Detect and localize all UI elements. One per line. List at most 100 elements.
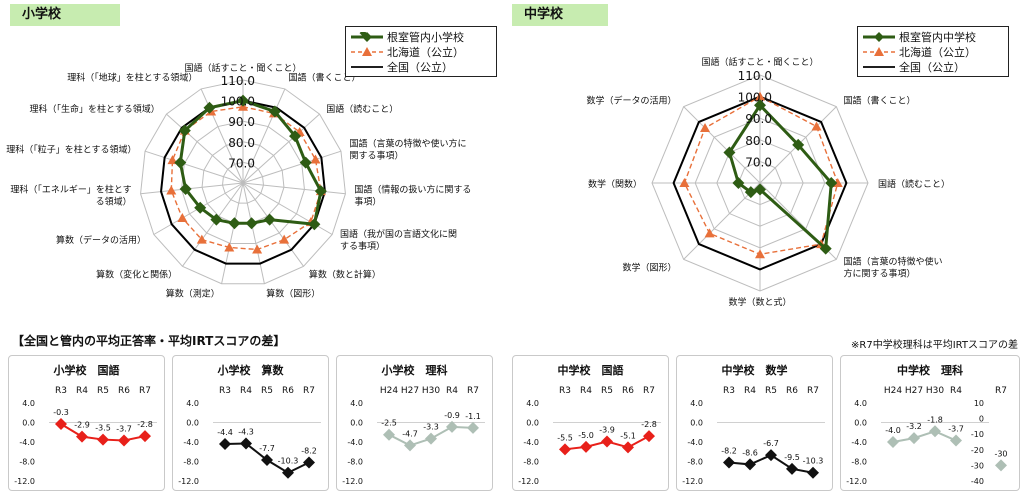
- data-point: [754, 183, 766, 196]
- x-tick-label: R6: [118, 386, 130, 396]
- data-point: [811, 121, 822, 131]
- axis-label: 数学（図形）: [623, 261, 677, 273]
- data-label: -5.0: [578, 431, 594, 440]
- data-point: [194, 201, 207, 214]
- grid-spoke: [144, 150, 244, 184]
- data-point: [299, 156, 312, 169]
- y-tick-label: 4.0: [186, 399, 199, 408]
- data-point: [723, 456, 735, 469]
- data-point: [303, 456, 315, 469]
- x-tick-label: R7: [995, 386, 1007, 396]
- data-point: [261, 454, 273, 467]
- axis-label-line: 方に関する事項）: [843, 267, 915, 279]
- y-tick-label: -8.0: [183, 458, 199, 467]
- legend-label: 北海道（公立）: [387, 45, 464, 59]
- data-label: -3.3: [423, 423, 439, 432]
- axis-label-line: 国語（書くこと）: [289, 72, 361, 84]
- axis-label: 算数（変化と関係）: [96, 269, 177, 281]
- legend-item-hokkaido: 北海道（公立）: [863, 44, 1003, 59]
- data-label: -4.7: [402, 429, 418, 438]
- data-label: -10.3: [278, 457, 299, 466]
- y-tick-label: 4.0: [526, 399, 539, 408]
- axis-label-line: 算数（データの活用）: [56, 234, 146, 246]
- secondary-y-tick-label: -20: [971, 446, 984, 455]
- data-point: [268, 105, 281, 118]
- data-point: [807, 466, 819, 479]
- data-label: -6.7: [763, 439, 779, 448]
- x-tick-label: R7: [467, 386, 479, 396]
- axis-label-line: 算数（測定）: [166, 288, 220, 300]
- data-point: [467, 421, 479, 434]
- scale-tick-label: 100.0: [738, 91, 772, 105]
- grid-spoke: [242, 113, 320, 184]
- x-tick-label: R4: [446, 386, 458, 396]
- axis-label-line: 国語（話すこと・聞くこと）: [701, 56, 818, 68]
- grid-spoke: [683, 182, 761, 260]
- scale-tick-label: 110.0: [738, 69, 772, 83]
- axis-label: 数学（数と式）: [728, 296, 791, 308]
- grid-spoke: [242, 150, 342, 184]
- scale-tick-label: 100.0: [221, 95, 255, 109]
- scale-tick-label: 80.0: [228, 136, 255, 150]
- axis-label: 国語（言葉の特徴や使い方に関する事項）: [843, 255, 942, 279]
- data-label: -9.5: [784, 453, 800, 462]
- x-tick-label: R3: [55, 386, 67, 396]
- x-tick-label: R6: [282, 386, 294, 396]
- axis-label: 算数（数と計算）: [309, 269, 381, 281]
- data-label: -3.5: [95, 424, 111, 433]
- axis-label: 理科（「生命」を柱とする領域）: [30, 103, 160, 115]
- y-tick-label: 4.0: [690, 399, 703, 408]
- panel-title: 中学校 数学: [721, 364, 788, 377]
- x-tick-label: R3: [723, 386, 735, 396]
- data-point: [755, 249, 765, 259]
- data-point: [792, 138, 805, 151]
- data-point: [622, 441, 634, 454]
- data-point: [601, 435, 613, 448]
- y-tick-label: -8.0: [347, 458, 363, 467]
- data-point: [754, 99, 766, 112]
- data-point: [282, 466, 294, 479]
- data-point: [744, 186, 757, 199]
- data-label: -7.7: [259, 444, 275, 453]
- grid-spoke: [242, 182, 346, 195]
- panel-title: 小学校 理科: [381, 364, 448, 377]
- data-point: [732, 177, 745, 189]
- axis-label-line: 数学（図形）: [623, 261, 677, 273]
- x-tick-label: R3: [559, 386, 571, 396]
- data-point: [237, 94, 249, 107]
- data-point: [224, 242, 235, 252]
- grid-spoke: [683, 106, 761, 184]
- data-point: [819, 242, 832, 255]
- axis-label-line: 算数（図形）: [266, 288, 320, 300]
- data-label: -2.5: [381, 419, 397, 428]
- x-tick-label: R6: [786, 386, 798, 396]
- y-tick-label: -12.0: [14, 477, 35, 486]
- data-point: [704, 228, 715, 238]
- grid-spoke: [242, 88, 286, 184]
- grid-spoke: [242, 182, 265, 284]
- data-label: -3.9: [599, 426, 615, 435]
- data-label: -2.8: [137, 420, 153, 429]
- y-tick-label: 0.0: [854, 419, 867, 428]
- legend-item-national: 全国（公立）: [863, 59, 1003, 74]
- panel-title: 小学校 算数: [217, 364, 284, 377]
- series-line: [170, 106, 322, 251]
- x-tick-label: R4: [76, 386, 88, 396]
- axis-label-line: 算数（変化と関係）: [96, 269, 177, 281]
- data-label: -10.3: [803, 457, 824, 466]
- secondary-y-tick-label: 10: [974, 399, 984, 408]
- x-tick-label: H30: [422, 386, 440, 396]
- legend-item-hokkaido: 北海道（公立）: [351, 44, 491, 59]
- data-point: [97, 433, 109, 446]
- axis-label-line: 関する事項）: [350, 149, 404, 161]
- y-tick-label: -4.0: [19, 438, 35, 447]
- axis-label: 算数（測定）: [166, 288, 220, 300]
- secondary-y-tick-label: -10: [971, 430, 984, 439]
- axis-label-line: 数学（関数）: [588, 178, 642, 190]
- series-line: [160, 99, 326, 265]
- y-tick-label: -12.0: [178, 477, 199, 486]
- legend-label: 全国（公立）: [899, 60, 965, 74]
